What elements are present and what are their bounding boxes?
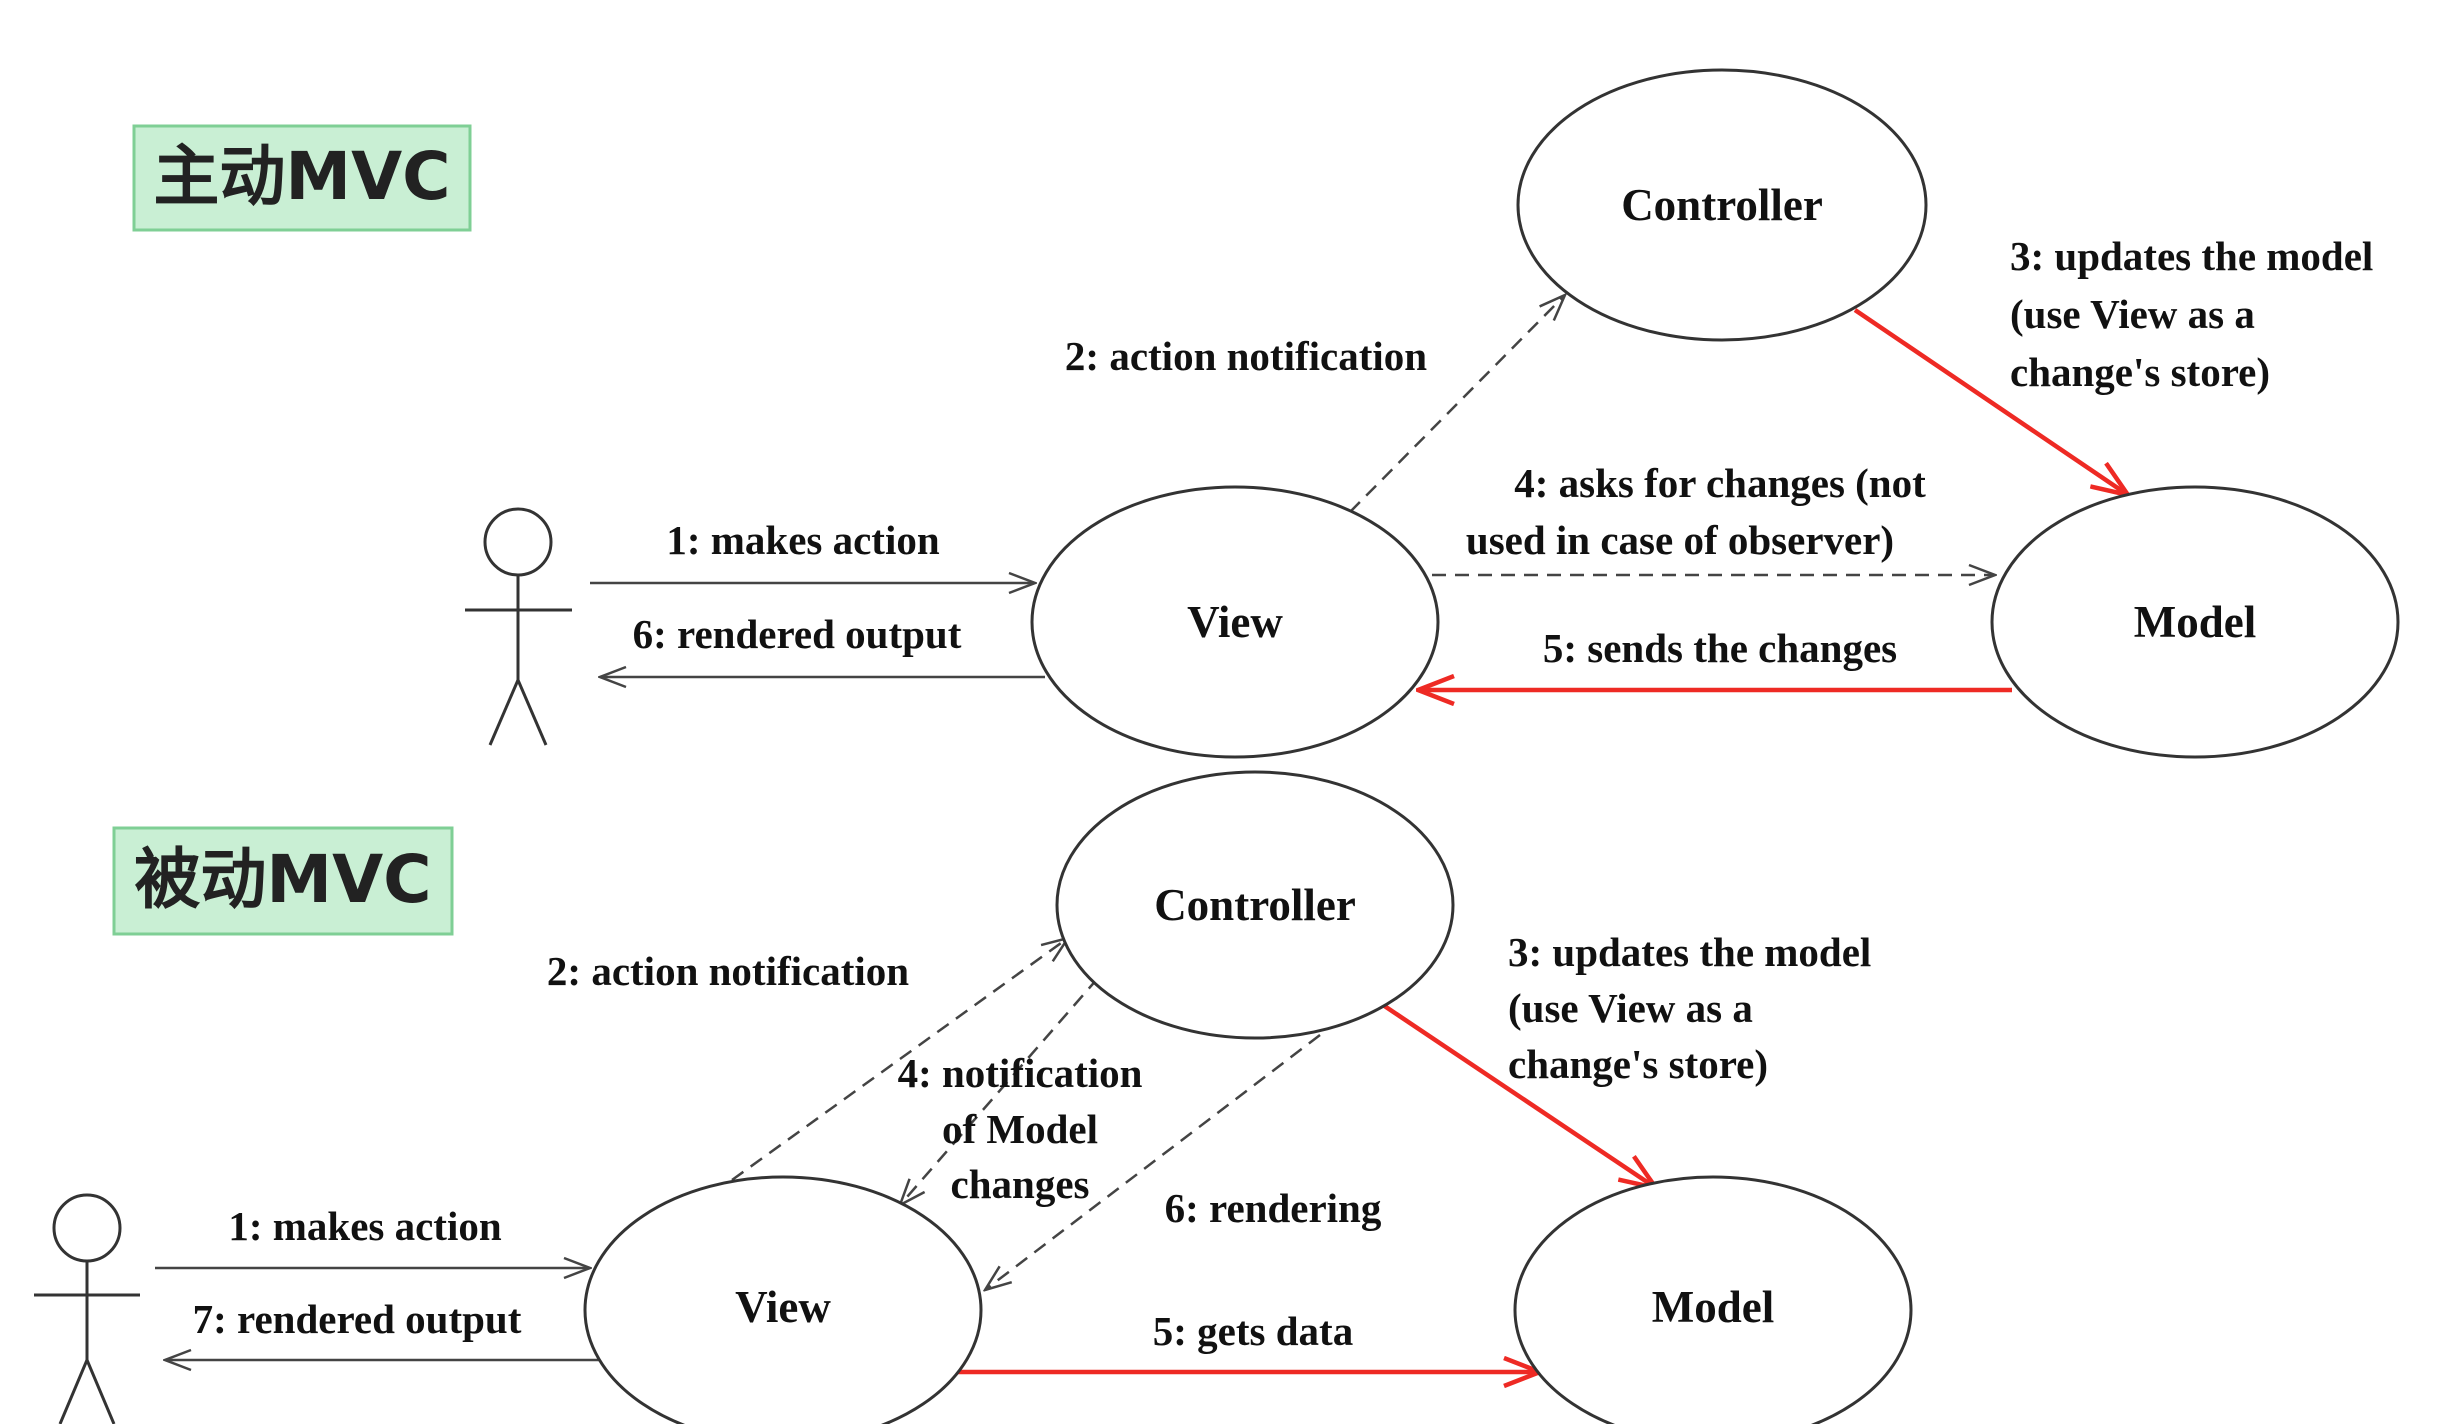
active-view-node: View (1030, 485, 1440, 759)
passive-model-label: Model (1652, 1282, 1774, 1332)
passive-edge-updates-model (1381, 1003, 1656, 1188)
passive-edge-action-notification (731, 938, 1068, 1182)
passive-edge-notification-of-model (900, 977, 1099, 1205)
active-controller-label: Controller (1621, 180, 1823, 230)
active-edge-updates-model (1853, 308, 2128, 495)
active-label-asks-for-changes-1: 4: asks for changes (not (1514, 460, 1926, 506)
passive-controller-label: Controller (1154, 880, 1356, 930)
active-model-node: Model (1990, 485, 2400, 759)
active-user-actor-icon (465, 507, 572, 746)
passive-label-notification-of-model-2: of Model (942, 1106, 1098, 1152)
passive-label-rendered-output: 7: rendered output (193, 1296, 522, 1342)
active-label-updates-model-1: 3: updates the model (2010, 233, 2373, 279)
passive-label-rendering: 6: rendering (1165, 1185, 1382, 1231)
passive-label-updates-model-3: change's store) (1508, 1041, 1768, 1087)
passive-model-node: Model (1513, 1175, 1913, 1424)
active-label-action-notification: 2: action notification (1065, 333, 1427, 379)
active-label-updates-model-2: (use View as a (2010, 291, 2255, 337)
active-label-asks-for-changes-2: used in case of observer) (1466, 517, 1894, 563)
passive-label-updates-model-2: (use View as a (1508, 985, 1753, 1031)
active-label-rendered-output: 6: rendered output (633, 611, 962, 657)
passive-mvc-title-box: 被动MVC (112, 826, 454, 936)
passive-label-gets-data: 5: gets data (1153, 1308, 1353, 1354)
passive-view-label: View (735, 1282, 831, 1332)
active-label-makes-action: 1: makes action (666, 517, 940, 563)
active-label-sends-changes: 5: sends the changes (1543, 625, 1897, 671)
active-mvc-title: 主动MVC (153, 138, 450, 215)
passive-label-action-notification: 2: action notification (547, 948, 909, 994)
active-label-updates-model-3: change's store) (2010, 349, 2270, 395)
passive-label-updates-model-1: 3: updates the model (1508, 929, 1871, 975)
passive-controller-node: Controller (1055, 770, 1455, 1040)
active-mvc-title-box: 主动MVC (132, 124, 472, 232)
active-edge-action-notification (1349, 295, 1565, 513)
active-mvc-section: 主动MVC Controller View Model (132, 68, 2400, 759)
passive-label-makes-action: 1: makes action (228, 1203, 502, 1249)
active-model-label: Model (2134, 597, 2256, 647)
passive-label-notification-of-model-3: changes (951, 1161, 1090, 1207)
passive-view-node: View (583, 1175, 983, 1424)
passive-user-actor-icon (34, 1193, 140, 1424)
passive-mvc-title: 被动MVC (134, 841, 431, 918)
passive-label-notification-of-model-1: 4: notification (898, 1050, 1143, 1096)
passive-mvc-section: 被动MVC Controller View Model (34, 770, 1913, 1424)
passive-edge-rendering (985, 1034, 1321, 1290)
active-view-label: View (1187, 597, 1283, 647)
active-controller-node: Controller (1516, 68, 1928, 342)
